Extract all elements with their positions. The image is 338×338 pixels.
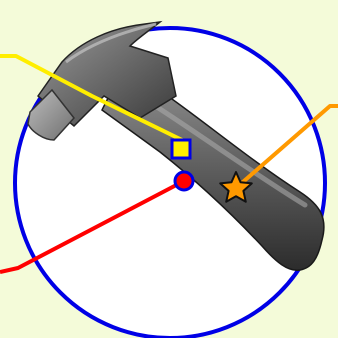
square-marker — [172, 140, 190, 158]
dot-marker — [175, 172, 193, 190]
